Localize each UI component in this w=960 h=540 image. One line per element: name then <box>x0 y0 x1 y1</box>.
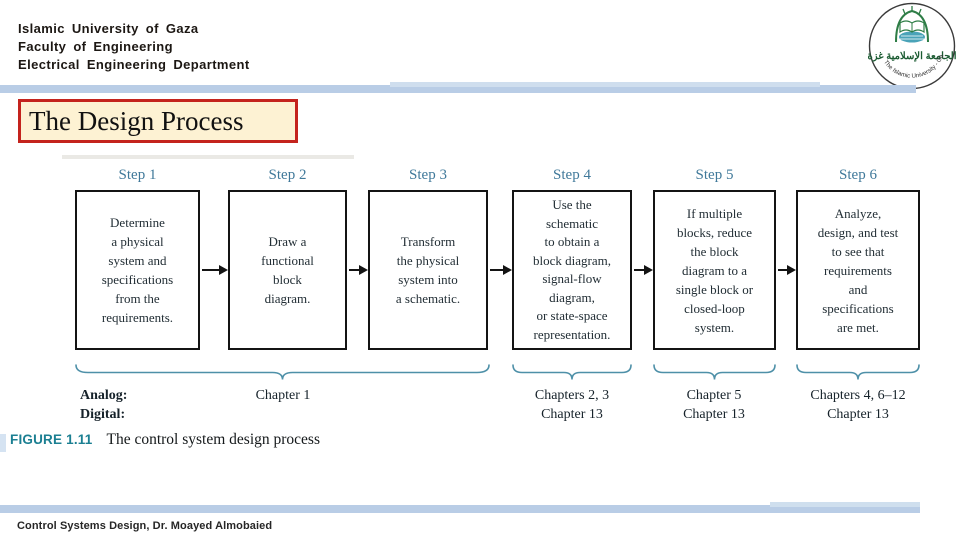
step-label-2: Step 2 <box>268 167 307 183</box>
step-box-1: Determine a physical system and specific… <box>75 190 200 350</box>
header-line-department: Electrical Engineering Department <box>18 57 250 72</box>
header-line-university: Islamic University of Gaza <box>18 21 199 36</box>
step-label-3: Step 3 <box>409 167 447 183</box>
header-line-faculty: Faculty of Engineering <box>18 39 173 54</box>
chapter-group-1: Chapter 1 <box>255 388 311 403</box>
step-box-6: Analyze, design, and test to see that re… <box>796 190 920 350</box>
chapter-group-2: Chapters 2, 3 Chapter 13 <box>534 388 610 422</box>
page-title: The Design Process <box>29 105 244 136</box>
chapter-group-4: Chapters 4, 6–12 Chapter 13 <box>810 388 906 422</box>
step-label-1: Step 1 <box>118 167 157 183</box>
chapter-group-3: Chapter 5 Chapter 13 <box>683 388 745 422</box>
flow-arrow-3 <box>490 265 512 275</box>
step-box-3: Transform the physical system into a sch… <box>368 190 488 350</box>
bottom-divider <box>0 502 920 513</box>
figure-caption: FIGURE 1.11 The control system design pr… <box>10 431 320 449</box>
analog-digital-labels: Analog: Digital: <box>80 388 128 422</box>
underbrace-step6 <box>796 364 920 380</box>
figure-number-label: FIGURE 1.11 <box>10 432 93 447</box>
university-header: Islamic University of Gaza Faculty of En… <box>18 20 250 74</box>
step-box-5: If multiple blocks, reduce the block dia… <box>653 190 776 350</box>
flow-arrow-1 <box>202 265 228 275</box>
step-box-2: Draw a functional block diagram. <box>228 190 347 350</box>
flow-arrow-2 <box>349 265 368 275</box>
slide-title-box: The Design Process <box>18 99 298 143</box>
step-label-5: Step 5 <box>695 167 734 183</box>
top-divider <box>0 82 916 93</box>
figure-scan-edge <box>62 155 354 159</box>
caption-accent <box>0 434 6 452</box>
underbrace-step5 <box>653 364 776 380</box>
step-label-6: Step 6 <box>839 167 877 183</box>
footer-text: Control Systems Design, Dr. Moayed Almob… <box>17 520 273 532</box>
flow-arrow-5 <box>778 265 796 275</box>
logo-arabic-text: الجامعة الإسلامية غزة <box>868 51 956 62</box>
step-label-4: Step 4 <box>553 167 591 183</box>
underbrace-step4 <box>512 364 632 380</box>
underbrace-chapter1 <box>75 364 490 380</box>
figure-caption-text: The control system design process <box>106 431 320 448</box>
university-logo-icon: الجامعة الإسلامية غزة The Islamic Univer… <box>866 0 957 90</box>
flow-arrow-4 <box>634 265 653 275</box>
step-box-4: Use the schematic to obtain a block diag… <box>512 190 632 350</box>
